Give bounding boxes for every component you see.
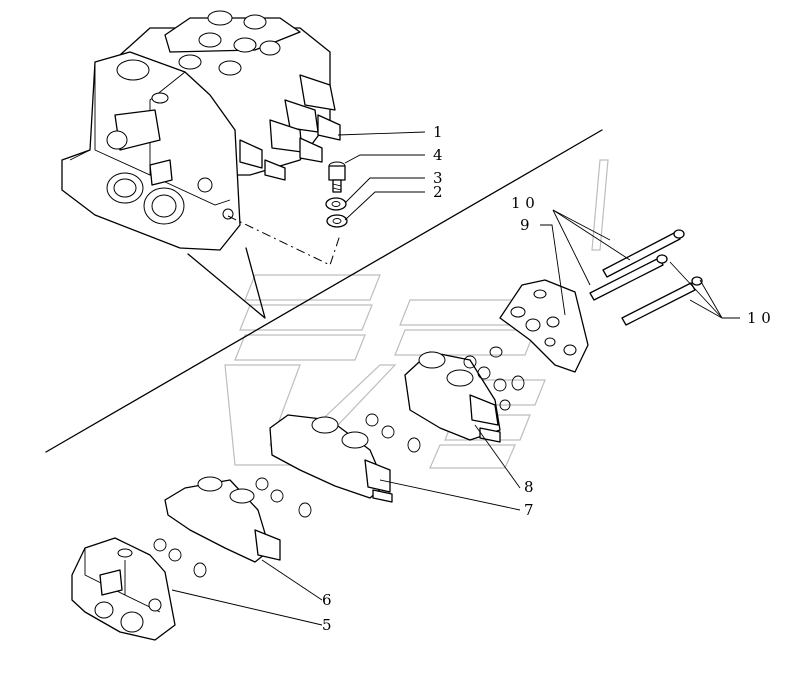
o-rings-group-8: [463, 346, 525, 411]
lock-washer-icon: [326, 214, 348, 228]
callout-6: 6: [322, 591, 332, 609]
callout-3: 3: [433, 169, 443, 187]
callout-labels: 1 4 3 2 1 0 9 1 0 8 7 6 5: [322, 123, 771, 634]
spool-section-1-icon: [164, 476, 281, 563]
callout-1: 1: [433, 123, 443, 141]
section-separator: [45, 129, 603, 453]
washer-icon: [325, 197, 347, 211]
callout-9: 9: [520, 216, 530, 234]
callout-8: 8: [524, 478, 534, 496]
leader-lines: [171, 131, 740, 626]
callout-10-right: 1 0: [747, 309, 771, 327]
spool-section-2-icon: [269, 414, 393, 503]
o-rings-group-6: [255, 477, 312, 518]
callout-5: 5: [322, 616, 332, 634]
o-rings-group-5: [153, 538, 207, 578]
hydraulic-control-valve-icon: [61, 10, 341, 251]
end-plate-icon: [499, 279, 589, 373]
callout-2: 2: [433, 183, 443, 201]
callout-4: 4: [433, 146, 443, 164]
watermark-logo: [224, 159, 609, 469]
callout-7: 7: [524, 501, 534, 519]
cap-screw-icon: [328, 161, 346, 193]
callout-10-top: 1 0: [511, 194, 535, 212]
o-rings-group-7: [365, 413, 421, 453]
tie-rods-icon: [589, 229, 703, 326]
inlet-section-icon: [71, 537, 176, 641]
spool-section-3-icon: [404, 351, 501, 443]
alignment-line: [227, 215, 341, 266]
